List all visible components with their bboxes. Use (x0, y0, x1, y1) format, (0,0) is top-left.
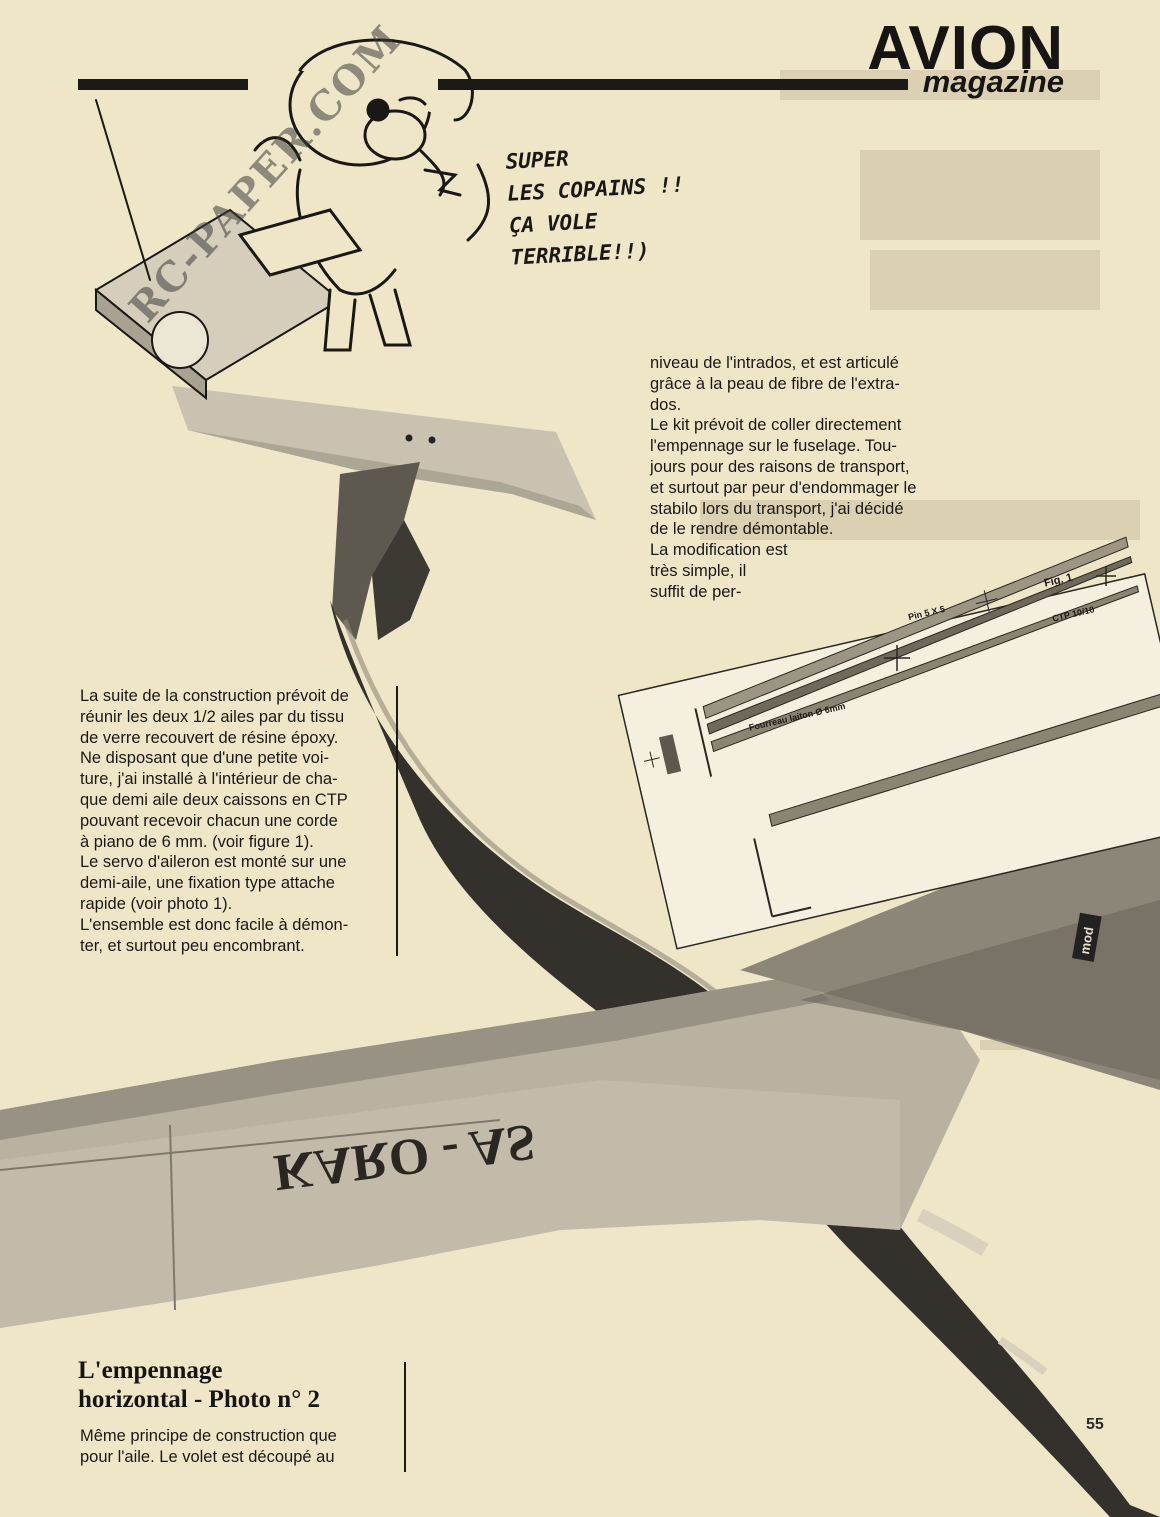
text-line: La suite de la construction prévoit de (80, 687, 349, 705)
text-line: L'ensemble est donc facile à démon- (80, 915, 349, 934)
text-line: jours pour des raisons de transport, (650, 457, 910, 476)
section-body: Même principe de construction que pour l… (80, 1426, 337, 1468)
figure-1: Fig. 1 Pin 5 X 5 Fourreau laiton Ø 6mm C… (617, 536, 1160, 950)
text-line: niveau de l'intrados, et est articulé (650, 354, 899, 372)
text-line: Le kit prévoit de coller directement (650, 416, 902, 435)
masthead-rule-left (78, 79, 248, 90)
text-line: demi-aile, une fixation type attache (80, 874, 335, 893)
text-line: ter, et surtout peu encombrant. (80, 936, 305, 955)
text-line: grâce à la peau de fibre de l'extra- (650, 374, 900, 393)
text-line: réunir les deux 1/2 ailes par du tissu (80, 707, 345, 726)
text-line: Le servo d'aileron est monté sur une (80, 853, 347, 872)
text-line: La modification est (650, 541, 788, 560)
text-line: l'empennage sur le fuselage. Tou- (650, 437, 897, 456)
brand-subtitle: magazine (922, 64, 1064, 99)
text-line: et surtout par peur d'endommager le (650, 478, 917, 497)
text-line: de verre recouvert de résine époxy. (80, 728, 339, 747)
text-line: dos. (650, 395, 682, 414)
text-line: pour l'aile. Le volet est découpé au (80, 1447, 335, 1466)
text-line: pouvant recevoir chacun une corde (80, 811, 338, 830)
text-line: stabilo lors du transport, j'ai décidé (650, 499, 904, 518)
svg-text:mod: mod (1077, 926, 1097, 956)
text-line: Ne disposant que d'une petite voi- (80, 749, 329, 768)
column-rule (404, 1362, 406, 1472)
article-right-column: niveau de l'intrados, et est articulé gr… (650, 353, 916, 603)
section-title: L'empennage horizontal - Photo n° 2 (78, 1356, 320, 1414)
vertical-fin (332, 462, 420, 640)
section-title-line: horizontal - Photo n° 2 (78, 1386, 320, 1413)
fin-badge: mod (1072, 912, 1102, 962)
cartoon-pilot (94, 38, 491, 401)
figure-crosshairs (884, 566, 1116, 671)
section-title-line: L'empennage (78, 1357, 223, 1384)
text-line: Même principe de construction que (80, 1427, 337, 1445)
page-number: 55 (1086, 1416, 1104, 1433)
column-rule (396, 686, 398, 956)
text-line: très simple, il (650, 561, 747, 580)
text-line: suffit de per- (650, 582, 742, 601)
text-line: rapide (voir photo 1). (80, 894, 233, 913)
text-line: à piano de 6 mm. (voir figure 1). (80, 832, 314, 851)
masthead-rule-right (438, 79, 908, 90)
text-line: ture, j'ai installé à l'intérieur de cha… (80, 770, 338, 789)
article-left-column: La suite de la construction prévoit de r… (80, 686, 349, 956)
brand-title: AVION (867, 14, 1064, 83)
cartoon-speech: SUPER LES COPAINS !! ÇA VOLE TERRIBLE!!) (505, 134, 731, 273)
text-line: de le rendre démontable. (650, 520, 834, 539)
text-line: que demi aile deux caissons en CTP (80, 790, 348, 809)
glider-photo: mod KARO - AS (0, 386, 1160, 1517)
